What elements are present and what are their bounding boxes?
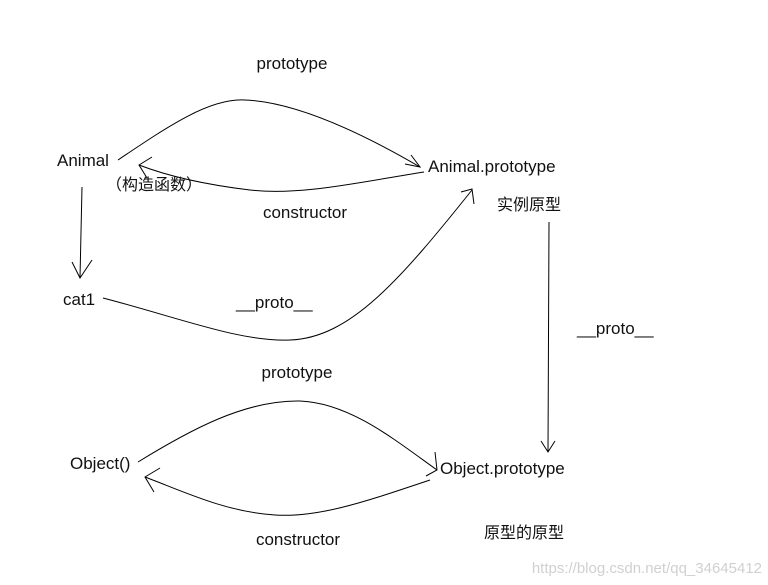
edge-label-object-prototype: prototype xyxy=(262,363,333,382)
edge-animal-prototype-object-prototype xyxy=(540,221,556,453)
node-object-prototype: Object.prototype xyxy=(440,459,565,478)
node-animal: Animal xyxy=(57,151,109,170)
edge-label-prototype-proto: __proto__ xyxy=(576,319,654,338)
edge-label-object-constructor: constructor xyxy=(256,530,340,549)
edge-object-prototype xyxy=(137,400,438,477)
node-animal-prototype-note: 实例原型 xyxy=(497,195,561,214)
node-object-prototype-note: 原型的原型 xyxy=(484,523,564,542)
edge-cat1-proto xyxy=(102,188,475,341)
edge-constructor xyxy=(138,156,425,192)
edge-object-constructor xyxy=(144,467,431,516)
node-animal-note: （构造函数） xyxy=(106,175,202,194)
edge-label-cat1-proto: __proto__ xyxy=(235,293,313,312)
edge-animal-cat1 xyxy=(71,186,93,279)
node-animal-prototype: Animal.prototype xyxy=(428,157,556,176)
edge-animal-prototype xyxy=(117,99,422,168)
edge-label-constructor: constructor xyxy=(263,203,347,222)
watermark: https://blog.csdn.net/qq_34645412 xyxy=(532,560,762,577)
node-object: Object() xyxy=(70,454,130,473)
node-cat1: cat1 xyxy=(63,290,95,309)
edge-label-prototype: prototype xyxy=(257,54,328,73)
